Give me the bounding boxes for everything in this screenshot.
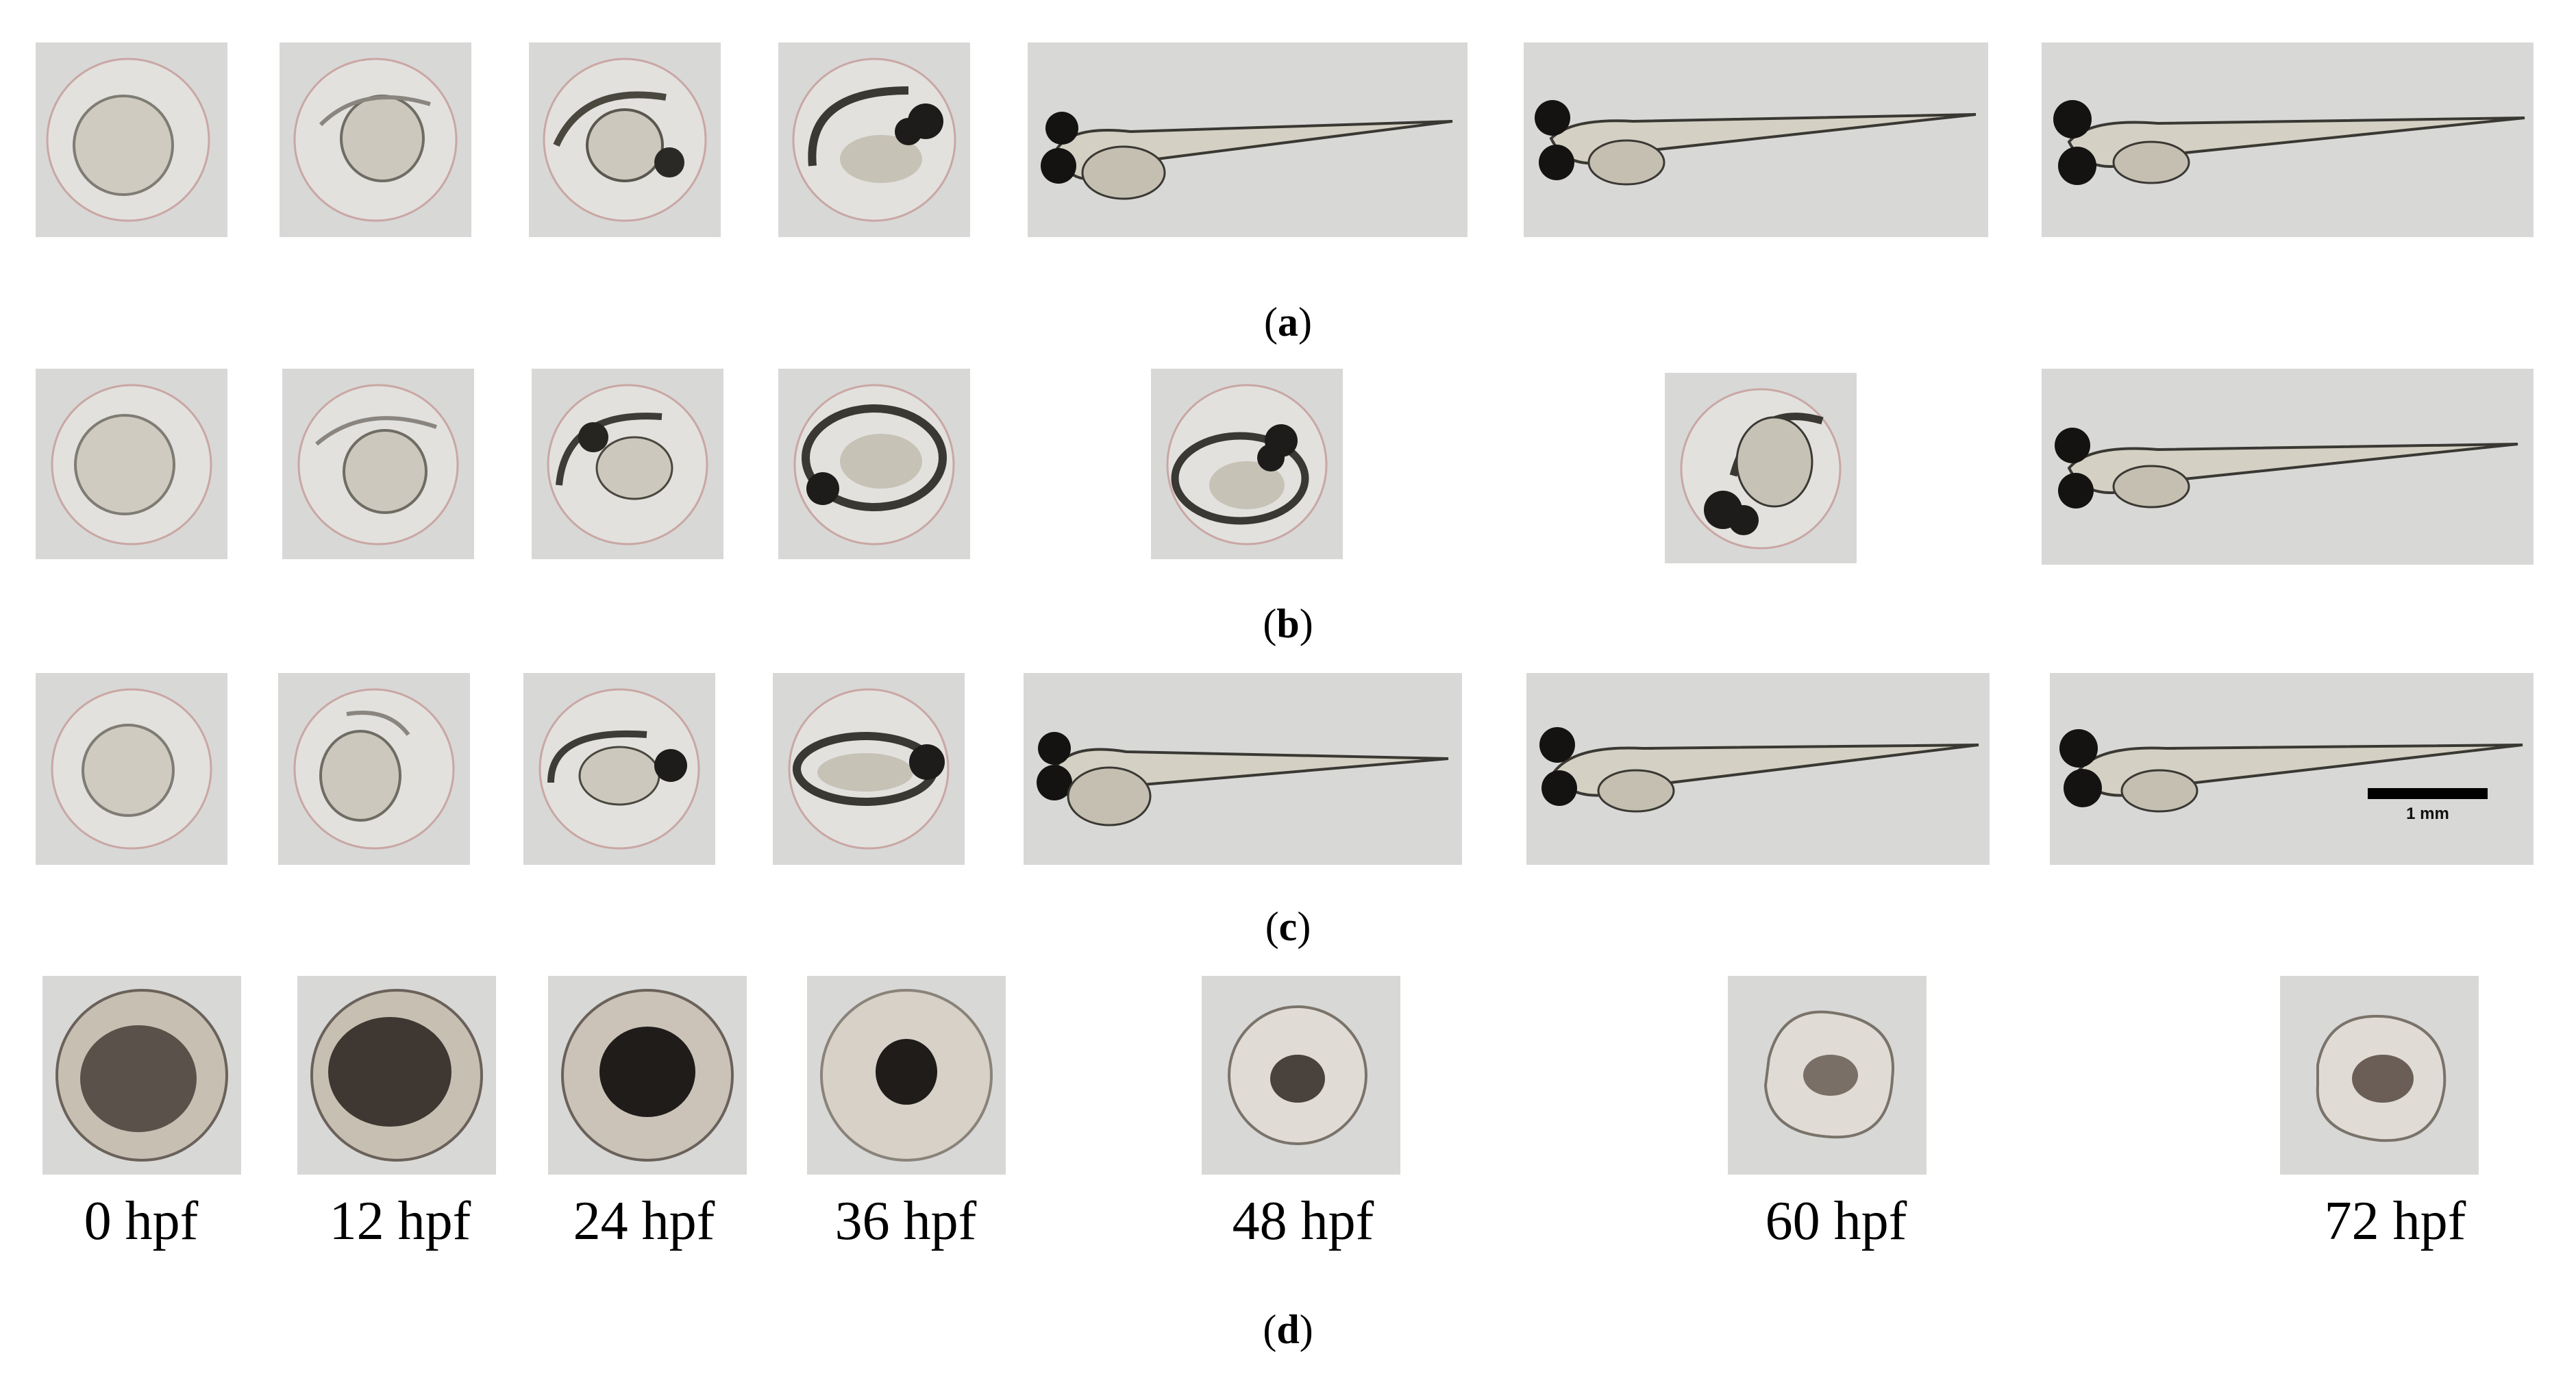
scale-bar	[2368, 788, 2488, 799]
image-a-60hpf	[1524, 42, 1988, 237]
image-b-48hpf	[1151, 369, 1343, 559]
panel-label-c: (c)	[1265, 904, 1311, 949]
scale-bar-label: 1 mm	[2406, 805, 2449, 823]
time-label-36hpf: 36 hpf	[834, 1191, 977, 1251]
image-a-0hpf	[36, 42, 227, 237]
image-c-24hpf	[523, 673, 715, 865]
image-d-60hpf	[1728, 976, 1927, 1175]
image-c-12hpf	[278, 673, 470, 865]
image-a-24hpf	[529, 42, 721, 237]
image-d-48hpf	[1202, 976, 1400, 1175]
panel-label-d: (d)	[1263, 1307, 1313, 1352]
panel-label-a: (a)	[1264, 299, 1312, 345]
image-a-36hpf	[778, 42, 970, 237]
image-c-0hpf	[36, 673, 227, 865]
time-label-0hpf: 0 hpf	[84, 1191, 199, 1251]
image-b-72hpf	[2042, 369, 2534, 565]
image-c-72hpf: 1 mm	[2050, 673, 2534, 865]
image-d-0hpf	[42, 976, 241, 1175]
image-b-24hpf	[532, 369, 723, 559]
image-a-72hpf	[2042, 42, 2534, 237]
time-label-48hpf: 48 hpf	[1232, 1191, 1374, 1251]
image-a-48hpf	[1028, 42, 1467, 237]
image-b-12hpf	[282, 369, 474, 559]
image-d-24hpf	[548, 976, 747, 1175]
image-c-60hpf	[1526, 673, 1990, 865]
image-a-12hpf	[280, 42, 471, 237]
image-b-0hpf	[36, 369, 227, 559]
image-b-36hpf	[778, 369, 970, 559]
time-label-24hpf: 24 hpf	[573, 1191, 715, 1251]
image-b-60hpf	[1665, 373, 1857, 563]
image-c-36hpf	[773, 673, 965, 865]
image-c-48hpf	[1024, 673, 1462, 865]
image-d-36hpf	[807, 976, 1006, 1175]
image-d-12hpf	[297, 976, 496, 1175]
panel-label-b: (b)	[1263, 601, 1313, 646]
image-d-72hpf	[2280, 976, 2479, 1175]
time-label-60hpf: 60 hpf	[1765, 1191, 1907, 1251]
time-label-12hpf: 12 hpf	[329, 1191, 471, 1251]
time-label-72hpf: 72 hpf	[2324, 1191, 2466, 1251]
